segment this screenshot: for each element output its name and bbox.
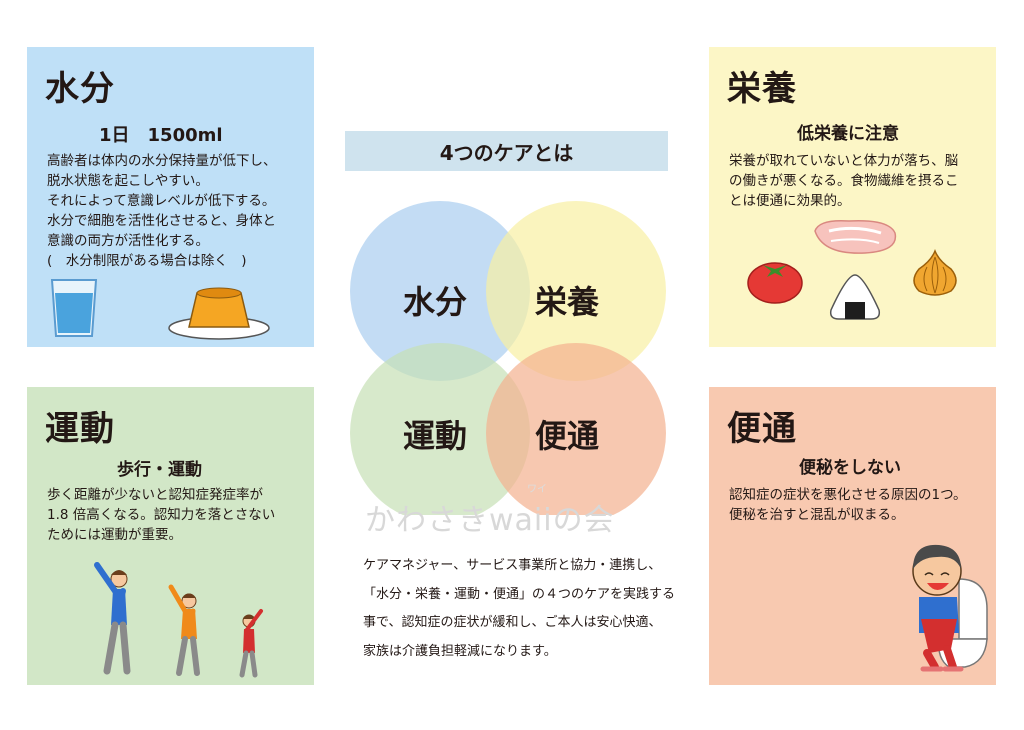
summary-text: ケアマネジャー、サービス事業所と協力・連携し、 「水分・栄養・運動・便通」の４つ… — [363, 558, 676, 659]
onion-icon — [913, 248, 957, 296]
water-glass-icon — [50, 279, 98, 337]
card-water: 水分 1日 1500ml 高齢者は体内の水分保持量が低下し、 脱水状態を起こしや… — [27, 47, 314, 347]
section-title: 4つのケアとは — [439, 140, 574, 165]
card-exercise-body: 歩く距離が少ないと認知症発症率が 1.8 倍高くなる。認知力を落とさない ために… — [47, 487, 276, 543]
venn-circle-water — [350, 201, 530, 381]
venn-label-nutrition: 栄養 — [535, 283, 600, 321]
card-water-subtitle: 1日 1500ml — [99, 125, 223, 146]
card-bowel-title: 便通 — [727, 409, 797, 449]
card-exercise-title: 運動 — [45, 409, 115, 449]
card-water-body: 高齢者は体内の水分保持量が低下し、 脱水状態を起こしやすい。 それによって意識レ… — [47, 153, 277, 269]
watermark-text: かわさきwaiiの会 — [365, 503, 615, 538]
card-nutrition-subtitle: 低栄養に注意 — [797, 124, 899, 144]
pudding-icon — [168, 287, 270, 340]
card-bowel-body: 認知症の症状を悪化させる原因の1つ。 便秘を治すと混乱が収まる。 — [729, 487, 967, 523]
card-water-title: 水分 — [45, 69, 115, 109]
venn-circle-nutrition — [486, 201, 666, 381]
card-exercise-subtitle: 歩行・運動 — [117, 460, 202, 480]
venn-label-bowel: 便通 — [535, 417, 600, 455]
venn-circle-exercise — [350, 343, 530, 515]
card-exercise: 運動 歩行・運動 歩く距離が少ないと認知症発症率が 1.8 倍高くなる。認知力を… — [27, 387, 314, 685]
venn-label-water: 水分 — [403, 283, 468, 321]
venn-circle-bowel — [486, 343, 666, 515]
card-nutrition-title: 栄養 — [727, 69, 797, 109]
tomato-icon — [747, 262, 803, 304]
venn-label-exercise: 運動 — [403, 417, 468, 455]
card-bowel: 便通 便秘をしない 認知症の症状を悪化させる原因の1つ。 便秘を治すと混乱が収ま… — [709, 387, 996, 685]
card-nutrition: 栄養 低栄養に注意 栄養が取れていないと体力が落ち、脳 の働きが悪くなる。食物繊… — [709, 47, 996, 347]
card-nutrition-body: 栄養が取れていないと体力が落ち、脳 の働きが悪くなる。食物繊維を摂るこ とは便通… — [729, 153, 959, 209]
venn-diagram: 水分 栄養 運動 便通 — [340, 195, 680, 515]
venn-circles — [350, 201, 666, 515]
section-title-bar: 4つのケアとは — [345, 131, 668, 171]
toilet-man-icon — [912, 544, 988, 672]
onigiri-icon — [829, 274, 881, 320]
meat-icon — [814, 219, 897, 254]
card-bowel-subtitle: 便秘をしない — [799, 458, 901, 478]
watermark-ruby: ワイ — [527, 484, 547, 495]
stretching-people-icon — [94, 562, 263, 678]
